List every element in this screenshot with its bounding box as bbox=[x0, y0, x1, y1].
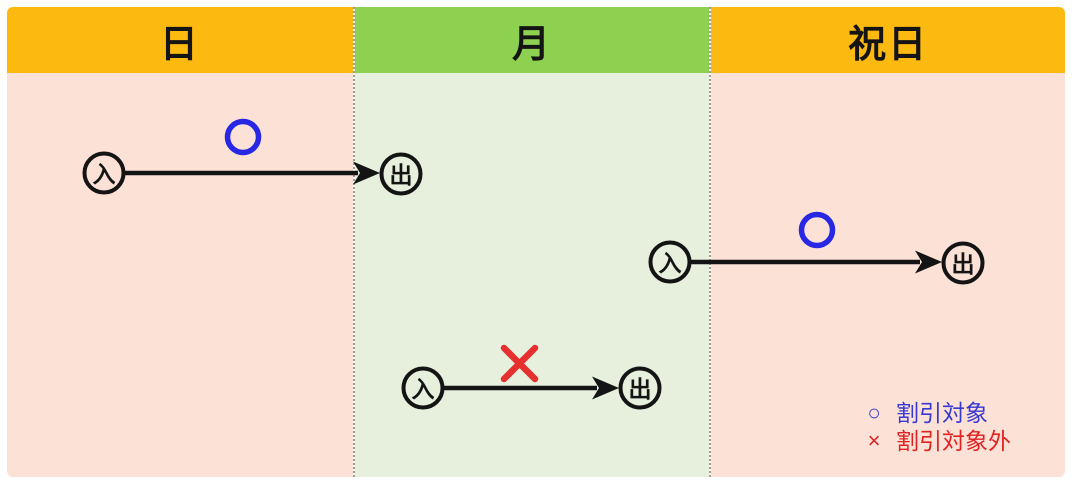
column-header-monday: 月 bbox=[354, 7, 710, 73]
legend-discount-row: ○ 割引対象 bbox=[861, 399, 1011, 427]
discount-circle-icon: ○ bbox=[867, 400, 881, 425]
column-body-monday bbox=[354, 73, 710, 477]
column-sunday: 日 bbox=[7, 7, 355, 477]
column-header-holiday-label: 祝日 bbox=[848, 23, 929, 66]
legend-no-discount-label: 割引対象外 bbox=[896, 428, 1011, 454]
column-header-monday-label: 月 bbox=[512, 23, 553, 66]
no-discount-cross-icon: × bbox=[867, 428, 881, 453]
legend-discount-label: 割引対象 bbox=[896, 400, 988, 426]
column-body-sunday bbox=[7, 73, 353, 477]
column-body-holiday bbox=[711, 73, 1065, 477]
column-header-holiday: 祝日 bbox=[711, 7, 1065, 73]
legend-no-discount-row: × 割引対象外 bbox=[861, 427, 1011, 455]
column-header-sunday: 日 bbox=[7, 7, 353, 73]
column-holiday: 祝日 bbox=[711, 7, 1065, 477]
column-header-sunday-label: 日 bbox=[159, 23, 200, 66]
legend: ○ 割引対象 × 割引対象外 bbox=[861, 399, 1011, 455]
column-monday: 月 bbox=[354, 7, 712, 477]
